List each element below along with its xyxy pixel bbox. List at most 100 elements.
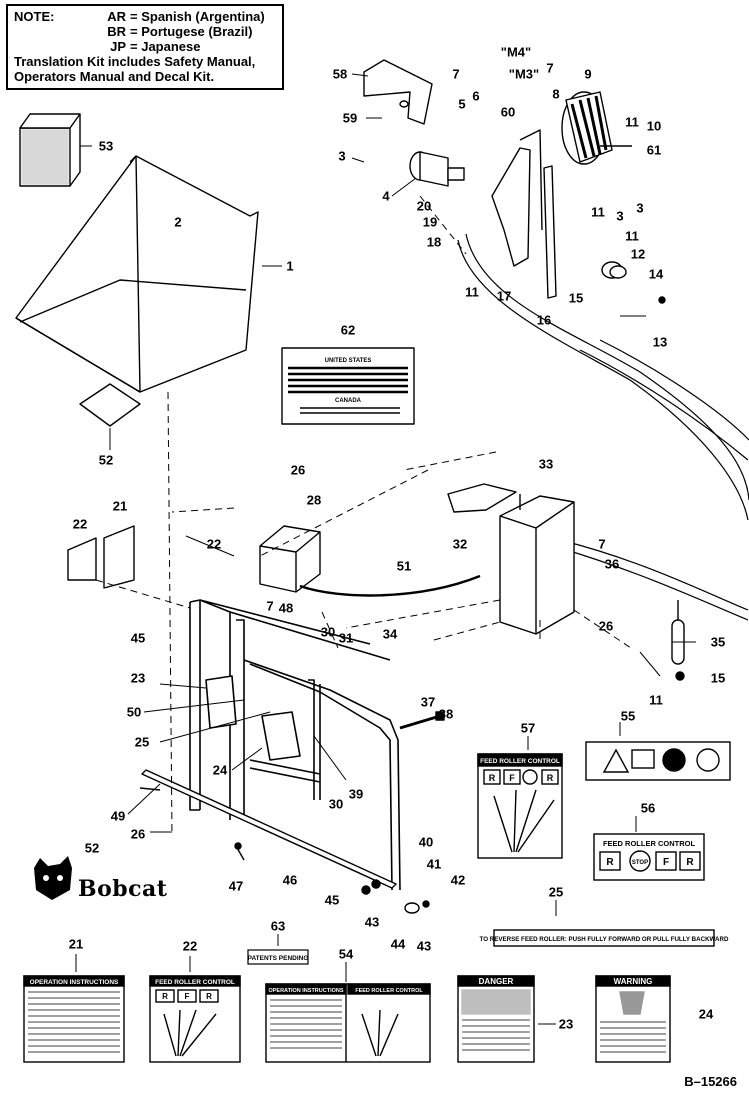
callout-20: 20 — [416, 198, 432, 214]
decal-text: F — [663, 857, 669, 868]
callout-7: 7 — [598, 536, 606, 552]
callout-3: 3 — [338, 148, 346, 164]
callout-62: 62 — [340, 322, 356, 338]
decal-text: FEED ROLLER CONTROL — [603, 839, 695, 848]
decal-text: FEED ROLLER CONTROL — [155, 979, 235, 986]
callout-45: 45 — [130, 630, 146, 646]
callout-7: 7 — [546, 60, 554, 76]
decal-56 — [593, 833, 705, 881]
callout-6: 6 — [472, 88, 480, 104]
callout-23: 23 — [130, 670, 146, 686]
note-code: AR — [107, 9, 126, 24]
drum-part — [561, 91, 632, 165]
callout-51: 51 — [396, 558, 412, 574]
callout-43: 43 — [416, 938, 432, 954]
manual-binder-icon — [19, 113, 81, 187]
bracket-part — [363, 59, 433, 125]
decal-text: CANADA — [335, 398, 362, 404]
decal-55 — [585, 741, 731, 781]
callout-7: 7 — [452, 66, 460, 82]
decal-text: WARNING — [614, 977, 653, 986]
rail-part — [141, 769, 397, 889]
callout-10: 10 — [646, 118, 662, 134]
decal-text: UNITED STATES — [325, 358, 372, 364]
callout-11: 11 — [625, 114, 639, 130]
callout-55: 55 — [620, 708, 636, 724]
decal-54 — [265, 983, 431, 1063]
bolt-part — [234, 842, 245, 861]
callout-22: 22 — [72, 516, 88, 532]
callout-19: 19 — [422, 214, 438, 230]
callout-25: 25 — [548, 884, 564, 900]
callout-49: 49 — [110, 808, 126, 824]
decal-text: R — [162, 992, 168, 1001]
callout-61: 61 — [646, 142, 662, 158]
control-box — [499, 494, 575, 635]
decal-text: F — [185, 992, 190, 1001]
callout-35: 35 — [710, 634, 726, 650]
callout-25: 25 — [134, 734, 150, 750]
callout-43: 43 — [364, 914, 380, 930]
callout-28: 28 — [306, 492, 322, 508]
callout-11: 11 — [591, 204, 605, 220]
decal-22 — [149, 975, 241, 1063]
decal-piece — [67, 537, 97, 581]
decal-text: OPERATION INSTRUCTIONS — [30, 979, 119, 986]
decal-text: TO REVERSE FEED ROLLER: PUSH FULLY FORWA… — [480, 936, 729, 943]
callout-4: 4 — [382, 188, 390, 204]
note-text: Japanese — [141, 39, 201, 54]
callout-m3: "M3" — [508, 66, 540, 82]
callout-3: 3 — [636, 200, 644, 216]
decal-text: R — [606, 857, 614, 868]
decal-text: R — [206, 992, 212, 1001]
decal-21 — [23, 975, 125, 1063]
note-text: Spanish (Argentina) — [141, 9, 265, 24]
support-plate — [491, 147, 531, 267]
callout-5: 5 — [458, 96, 466, 112]
callout-48: 48 — [278, 600, 294, 616]
valve-plate — [447, 483, 517, 513]
patent-label — [281, 347, 415, 425]
callout-41: 41 — [426, 856, 442, 872]
decal-text: R — [489, 773, 496, 783]
callout-54: 54 — [338, 946, 354, 962]
callout-21: 21 — [112, 498, 128, 514]
decal-text: STOP — [632, 860, 648, 866]
callout-44: 44 — [390, 936, 406, 952]
decal-text: R — [547, 773, 554, 783]
decal-24 — [595, 975, 671, 1063]
callout-45: 45 — [324, 892, 340, 908]
callout-53: 53 — [98, 138, 114, 154]
callout-30: 30 — [320, 624, 336, 640]
spring-part — [671, 600, 685, 681]
callout-15: 15 — [710, 670, 726, 686]
callout-15: 15 — [568, 290, 584, 306]
callout-33: 33 — [538, 456, 554, 472]
callout-7: 7 — [266, 598, 274, 614]
note-text: Portugese (Brazil) — [141, 24, 253, 39]
callout-11: 11 — [649, 692, 663, 708]
callout-36: 36 — [604, 556, 620, 572]
callout-40: 40 — [418, 834, 434, 850]
callout-3: 3 — [616, 208, 624, 224]
bolt-stack — [361, 879, 430, 914]
note-sep: = — [130, 24, 138, 39]
main-frame — [189, 599, 401, 891]
callout-21: 21 — [68, 936, 84, 952]
leader-lines — [75, 73, 696, 1025]
decal-text: F — [509, 773, 515, 783]
rail-part — [139, 787, 161, 791]
callout-58: 58 — [332, 66, 348, 82]
callout-26: 26 — [290, 462, 306, 478]
callout-16: 16 — [536, 312, 552, 328]
support-bar — [543, 165, 557, 299]
callout-17: 17 — [496, 288, 512, 304]
tray-part — [15, 155, 259, 393]
callout-50: 50 — [126, 704, 142, 720]
callout-26: 26 — [598, 618, 614, 634]
note-row: BR = Portugese (Brazil) — [14, 24, 276, 39]
callout-31: 31 — [338, 630, 354, 646]
callout-37: 37 — [420, 694, 436, 710]
note-sep: = — [130, 9, 138, 24]
callout-2: 2 — [174, 214, 182, 230]
